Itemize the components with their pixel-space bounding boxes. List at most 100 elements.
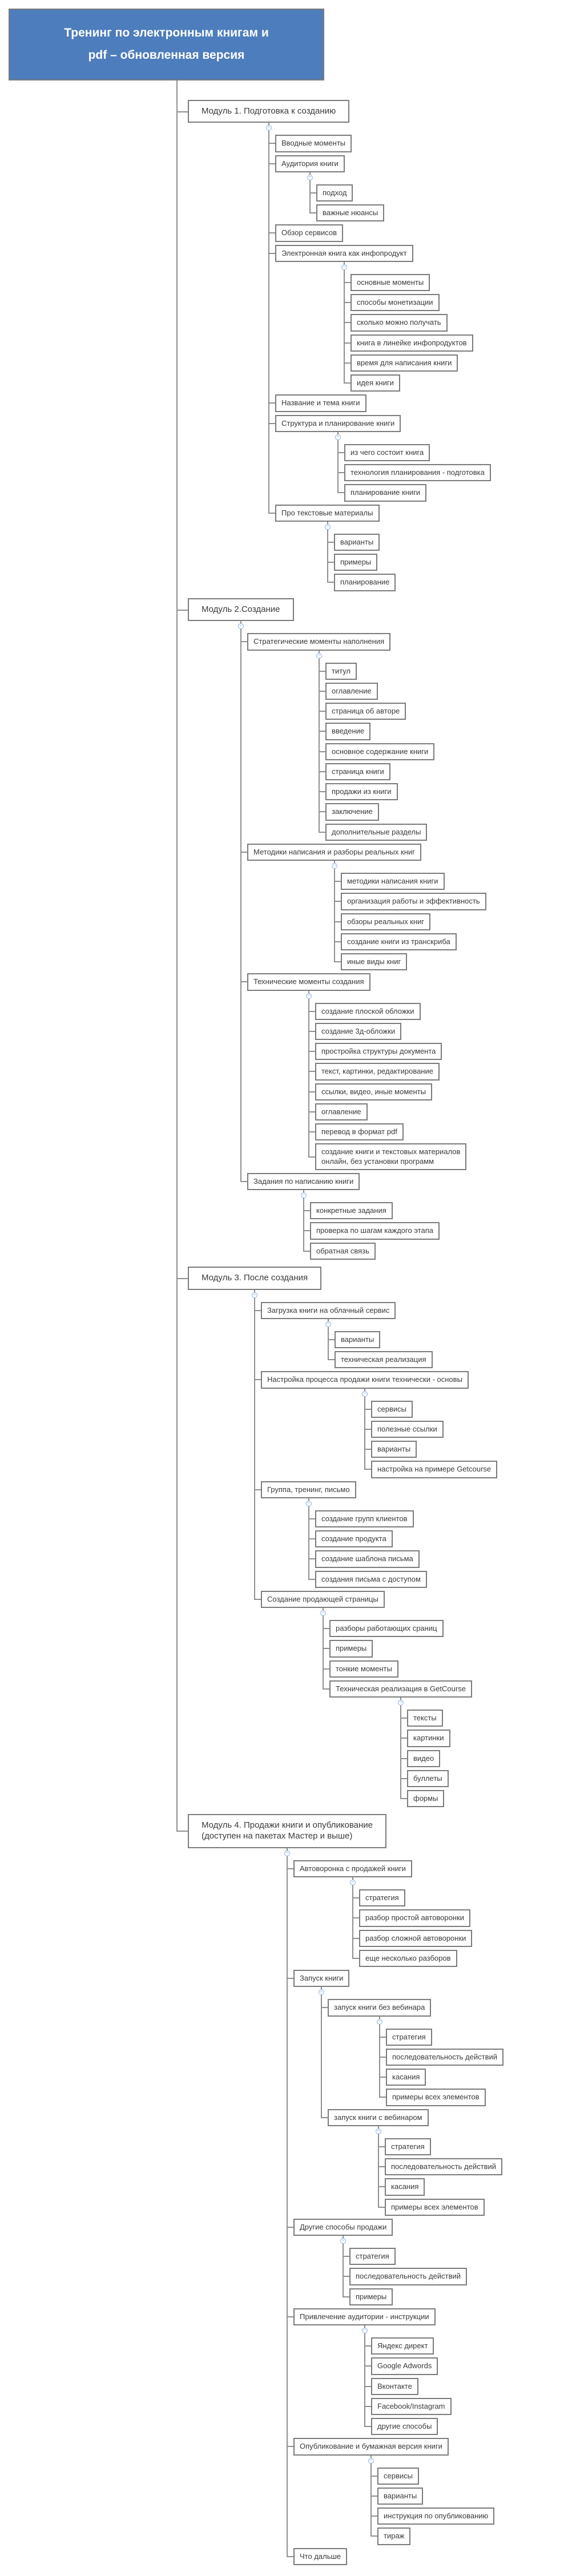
collapse-icon[interactable]: − (325, 1321, 331, 1327)
topic[interactable]: касания (385, 2178, 425, 2196)
topic[interactable]: методики написания книги (341, 873, 445, 890)
topic[interactable]: формы (407, 1790, 445, 1808)
module-topic[interactable]: Модуль 3. После создания (188, 1266, 322, 1290)
topic[interactable]: варианты (371, 1441, 417, 1458)
topic[interactable]: создание плоской обложки (315, 1002, 421, 1020)
topic[interactable]: последовательность действий (385, 2158, 502, 2176)
topic[interactable]: подход (316, 184, 353, 202)
topic[interactable]: Автоворонка с продажей книги (293, 1860, 412, 1878)
topic[interactable]: Опубликование и бумажная версия книги (293, 2438, 449, 2456)
topic[interactable]: заключение (325, 803, 379, 821)
topic[interactable]: основные моменты (351, 273, 430, 292)
topic[interactable]: сервисы (371, 1400, 413, 1418)
topic[interactable]: Методики написания и разборы реальных кн… (247, 843, 421, 861)
topic[interactable]: касания (386, 2069, 426, 2086)
topic[interactable]: создание продукта (315, 1530, 393, 1548)
topic[interactable]: варианты (335, 1331, 381, 1349)
topic[interactable]: картинки (407, 1730, 450, 1747)
collapse-icon[interactable]: − (306, 993, 312, 999)
collapse-icon[interactable]: − (307, 174, 313, 180)
topic[interactable]: примеры (334, 554, 378, 571)
topic[interactable]: полезные ссылки (371, 1420, 444, 1438)
topic[interactable]: Группа, тренинг, письмо (261, 1481, 356, 1498)
topic[interactable]: тираж (377, 2527, 411, 2545)
topic[interactable]: создание книги из транскриба (341, 933, 457, 951)
topic[interactable]: сколько можно получать (351, 314, 448, 332)
topic[interactable]: страница книги (325, 763, 390, 781)
topic[interactable]: организация работы и эффективность (341, 893, 486, 910)
topic[interactable]: обратная связь (310, 1242, 376, 1260)
topic[interactable]: стратегия (349, 2248, 396, 2265)
topic[interactable]: сервисы (377, 2467, 419, 2485)
collapse-icon[interactable]: − (398, 1700, 404, 1706)
topic[interactable]: буллеты (407, 1769, 449, 1788)
topic[interactable]: важные нюансы (316, 204, 385, 222)
topic[interactable]: Аудитория книги (275, 155, 345, 172)
topic[interactable]: Другие способы продажи (293, 2218, 393, 2236)
collapse-icon[interactable]: − (284, 1850, 290, 1856)
topic[interactable]: варианты (377, 2487, 424, 2505)
topic[interactable]: Про текстовые материалы (275, 504, 380, 522)
topic[interactable]: титул (325, 662, 357, 680)
module-topic[interactable]: Модуль 1. Подготовка к созданию (188, 99, 350, 123)
topic[interactable]: Загрузка книги на облачный сервис (261, 1301, 396, 1319)
topic[interactable]: оглавление (325, 682, 378, 700)
topic[interactable]: книга в линейке инфопродуктов (351, 334, 473, 352)
topic[interactable]: простройка структуры документа (315, 1043, 442, 1061)
topic[interactable]: еще несколько разборов (359, 1949, 457, 1968)
topic[interactable]: перевод в формат pdf (315, 1123, 404, 1141)
topic[interactable]: последовательность действий (386, 2048, 503, 2066)
topic[interactable]: создание групп клиентов (315, 1510, 414, 1528)
collapse-icon[interactable]: − (368, 2457, 374, 2464)
topic[interactable]: инструкция по опубликованию (377, 2508, 495, 2525)
topic[interactable]: Яндекс директ (371, 2337, 434, 2355)
collapse-icon[interactable]: − (306, 1500, 312, 1506)
topic[interactable]: Запуск книги (293, 1970, 350, 1988)
topic[interactable]: примеры всех элементов (386, 2089, 486, 2106)
topic[interactable]: примеры (329, 1640, 373, 1658)
collapse-icon[interactable]: − (238, 623, 244, 630)
collapse-icon[interactable]: − (301, 1192, 307, 1199)
topic[interactable]: Создание продающей страницы (261, 1590, 385, 1609)
topic[interactable]: техническая реализация (335, 1351, 433, 1369)
topic[interactable]: Задания по написанию книги (247, 1172, 360, 1191)
module-topic[interactable]: Модуль 2.Создание (188, 598, 294, 622)
topic[interactable]: последовательность действий (349, 2268, 467, 2285)
topic[interactable]: разбор простой автоворонки (359, 1909, 471, 1927)
collapse-icon[interactable]: − (266, 125, 272, 131)
collapse-icon[interactable]: − (335, 434, 341, 440)
topic[interactable]: запуск книги с вебинаром (328, 2109, 429, 2126)
topic[interactable]: создание шаблона письма (315, 1550, 420, 1568)
topic[interactable]: из чего состоит книга (344, 444, 430, 462)
topic[interactable]: Настройка процесса продажи книги техниче… (261, 1371, 469, 1389)
collapse-icon[interactable]: − (340, 2238, 346, 2244)
topic[interactable]: иные виды книг (341, 953, 408, 971)
topic[interactable]: ссылки, видео, иные моменты (315, 1083, 432, 1100)
collapse-icon[interactable]: − (320, 1610, 326, 1616)
topic[interactable]: идея книги (351, 374, 400, 392)
topic[interactable]: продажи из книги (325, 783, 398, 801)
topic[interactable]: стратегия (359, 1889, 405, 1907)
collapse-icon[interactable]: − (319, 1989, 324, 1996)
topic[interactable]: Google Adwords (371, 2357, 438, 2375)
topic[interactable]: время для написания книги (351, 354, 458, 372)
topic[interactable]: текст, картинки, редактирование (315, 1063, 440, 1081)
topic[interactable]: Электронная книга как инфопродукт (275, 244, 413, 262)
topic[interactable]: Привлечение аудитории - инструкции (293, 2308, 436, 2326)
topic[interactable]: планирование книги (344, 484, 427, 502)
collapse-icon[interactable]: − (350, 1880, 356, 1886)
collapse-icon[interactable]: − (362, 1390, 368, 1397)
topic[interactable]: тонкие моменты (329, 1660, 398, 1678)
topic[interactable]: страница об авторе (325, 703, 406, 720)
topic[interactable]: настройка на примере Getcourse (371, 1461, 498, 1478)
topic[interactable]: тексты (407, 1710, 443, 1727)
topic[interactable]: оглавление (315, 1103, 368, 1121)
topic[interactable]: создание 3д-обложки (315, 1022, 402, 1041)
topic[interactable]: проверка по шагам каждого этапа (310, 1222, 440, 1240)
topic[interactable]: видео (407, 1749, 441, 1767)
topic[interactable]: способы монетизации (351, 294, 440, 312)
topic[interactable]: примеры всех элементов (385, 2198, 485, 2216)
topic[interactable]: стратегия (385, 2138, 431, 2156)
topic[interactable]: конкретные задания (310, 1202, 393, 1220)
collapse-icon[interactable]: − (325, 523, 331, 530)
